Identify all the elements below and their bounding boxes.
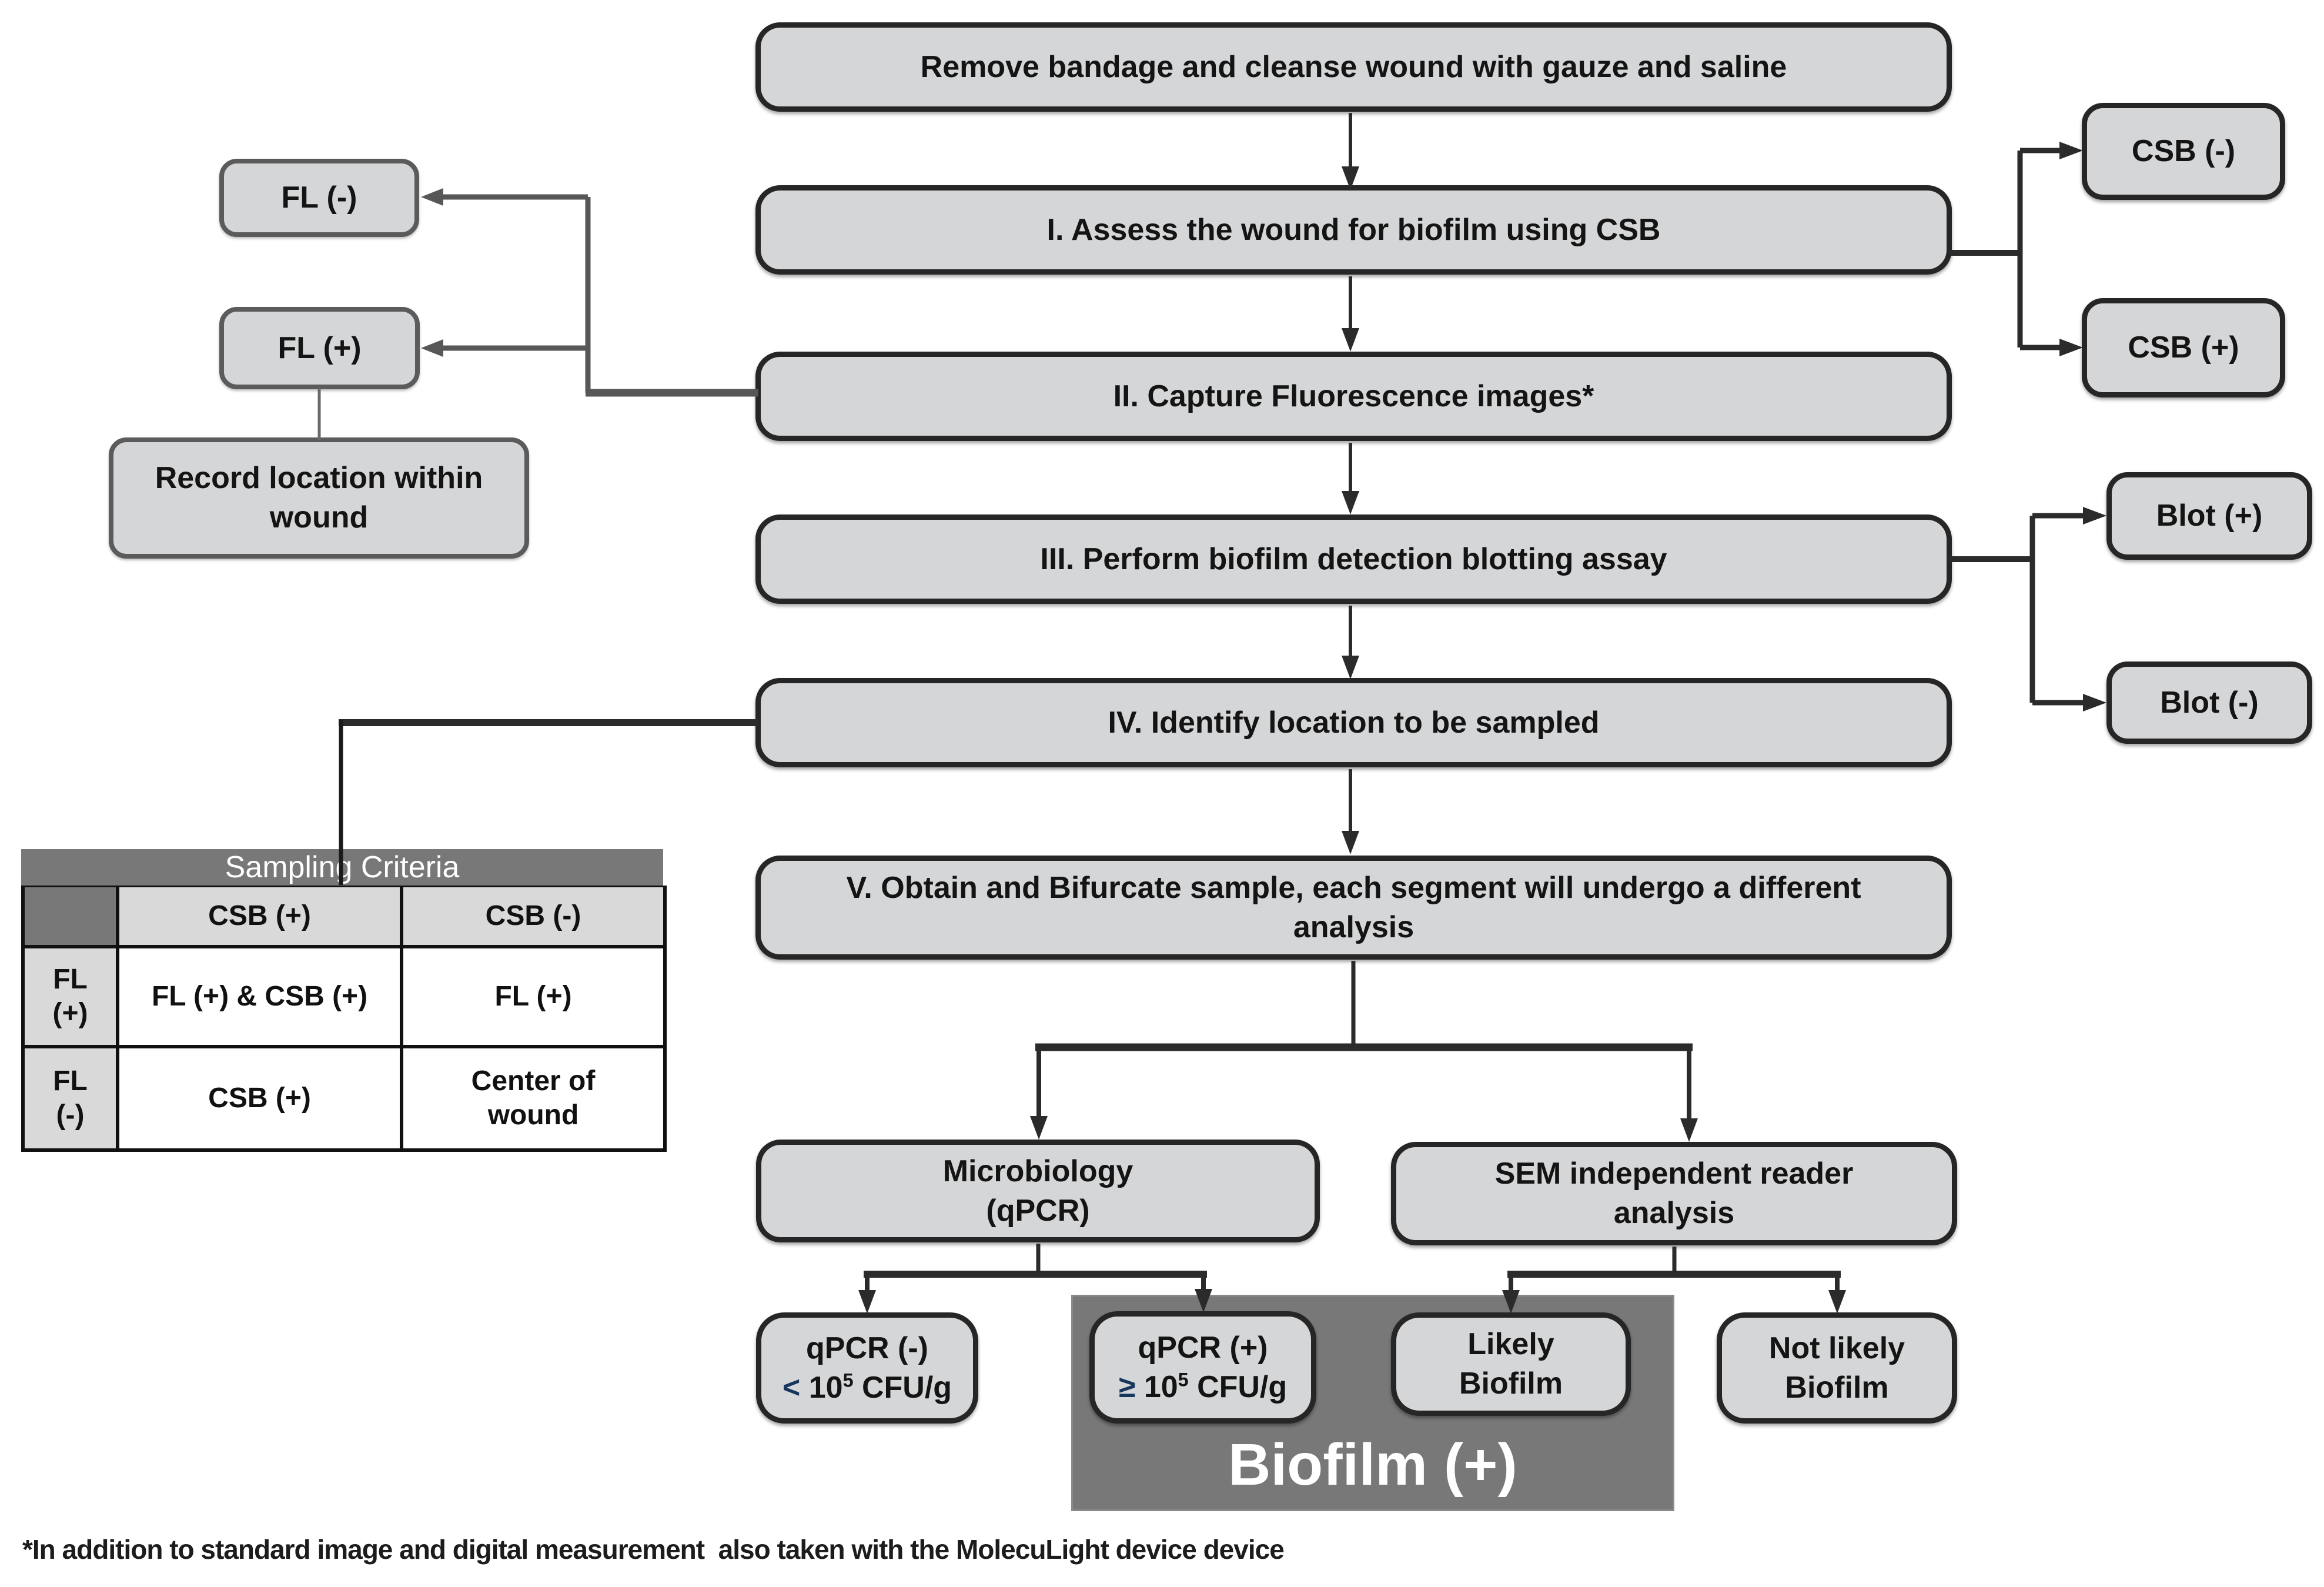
step-remove-bandage: Remove bandage and cleanse wound with ga… bbox=[755, 22, 1952, 112]
step-remove-bandage-label: Remove bandage and cleanse wound with ga… bbox=[920, 49, 1787, 84]
table-col-header-csb-negative: CSB (-) bbox=[402, 886, 665, 947]
qpcr-positive-number: 10 bbox=[1143, 1369, 1178, 1404]
qpcr-negative-title: qPCR (-) bbox=[806, 1331, 928, 1365]
qpcr-negative-threshold: < 105 CFU/g bbox=[783, 1368, 952, 1408]
step-4-identify-location: IV. Identify location to be sampled bbox=[755, 678, 1952, 767]
step-2-capture-fluorescence: II. Capture Fluorescence images* bbox=[755, 352, 1952, 441]
sem-line2: analysis bbox=[1613, 1196, 1735, 1230]
qpcr-negative-number: 10 bbox=[808, 1370, 843, 1405]
blot-positive-box: Blot (+) bbox=[2106, 472, 2312, 560]
qpcr-positive-box: qPCR (+) ≥ 105 CFU/g bbox=[1089, 1311, 1316, 1424]
table-row-header-fl-positive: FL (+) bbox=[23, 947, 118, 1047]
sampling-criteria-grid: CSB (+) CSB (-) FL (+) FL (+) & CSB (+) … bbox=[21, 886, 667, 1152]
table-cell-flneg-csbpos: CSB (+) bbox=[118, 1047, 402, 1150]
microbiology-line2: (qPCR) bbox=[986, 1193, 1090, 1228]
table-corner-cell bbox=[23, 886, 118, 947]
blot-positive-label: Blot (+) bbox=[2156, 499, 2263, 533]
microbiology-box: Microbiology (qPCR) bbox=[756, 1140, 1320, 1242]
biofilm-positive-label: Biofilm (+) bbox=[1228, 1432, 1517, 1498]
record-location-line2: wound bbox=[269, 500, 369, 534]
table-cell-flpos-csbpos: FL (+) & CSB (+) bbox=[118, 947, 402, 1047]
likely-biofilm-line2: Biofilm bbox=[1459, 1367, 1563, 1401]
table-col-header-csb-positive: CSB (+) bbox=[118, 886, 402, 947]
qpcr-negative-unit: CFU/g bbox=[861, 1370, 952, 1405]
table-row-header-fl-negative: FL (-) bbox=[23, 1047, 118, 1150]
step-4-label: IV. Identify location to be sampled bbox=[1108, 705, 1600, 740]
microbiology-line1: Microbiology bbox=[942, 1154, 1133, 1188]
table-cell-flneg-csbneg: Center of wound bbox=[402, 1047, 665, 1150]
record-location-box: Record location within wound bbox=[109, 437, 529, 559]
table-cell-flpos-csbneg: FL (+) bbox=[402, 947, 665, 1047]
step-5-label-line1: V. Obtain and Bifurcate sample, each seg… bbox=[846, 870, 1861, 905]
step-5-label-line2: analysis bbox=[1293, 910, 1415, 944]
not-likely-biofilm-line1: Not likely bbox=[1768, 1331, 1905, 1365]
qpcr-negative-box: qPCR (-) < 105 CFU/g bbox=[756, 1312, 978, 1424]
sampling-criteria-table: Sampling Criteria CSB (+) CSB (-) FL (+)… bbox=[21, 849, 667, 1152]
not-likely-biofilm-line2: Biofilm bbox=[1785, 1370, 1889, 1405]
csb-negative-label: CSB (-) bbox=[2131, 134, 2236, 169]
step-1-assess-csb: I. Assess the wound for biofilm using CS… bbox=[755, 185, 1952, 275]
fl-positive-label: FL (+) bbox=[277, 330, 362, 365]
table-cell-flneg-csbneg-text: Center of wound bbox=[471, 1065, 596, 1131]
csb-negative-box: CSB (-) bbox=[2082, 103, 2285, 200]
fl-negative-label: FL (-) bbox=[281, 181, 357, 215]
qpcr-negative-exponent: 5 bbox=[842, 1369, 854, 1391]
fl-positive-box: FL (+) bbox=[219, 307, 420, 389]
step-1-label: I. Assess the wound for biofilm using CS… bbox=[1046, 212, 1661, 247]
likely-biofilm-line1: Likely bbox=[1467, 1327, 1554, 1362]
step-3-blotting-assay: III. Perform biofilm detection blotting … bbox=[755, 514, 1952, 604]
fl-negative-box: FL (-) bbox=[219, 159, 419, 237]
sampling-criteria-title: Sampling Criteria bbox=[21, 849, 663, 886]
csb-positive-box: CSB (+) bbox=[2082, 298, 2285, 397]
sem-analysis-box: SEM independent reader analysis bbox=[1391, 1142, 1957, 1245]
step-3-label: III. Perform biofilm detection blotting … bbox=[1040, 542, 1667, 576]
step-5-obtain-bifurcate: V. Obtain and Bifurcate sample, each seg… bbox=[755, 856, 1952, 960]
qpcr-positive-unit: CFU/g bbox=[1197, 1369, 1288, 1404]
qpcr-positive-title: qPCR (+) bbox=[1138, 1330, 1268, 1365]
blot-negative-label: Blot (-) bbox=[2160, 685, 2259, 720]
csb-positive-label: CSB (+) bbox=[2128, 330, 2239, 365]
not-likely-biofilm-box: Not likely Biofilm bbox=[1717, 1312, 1957, 1424]
qpcr-positive-exponent: 5 bbox=[1178, 1369, 1189, 1391]
likely-biofilm-box: Likely Biofilm bbox=[1391, 1312, 1631, 1416]
sem-line1: SEM independent reader bbox=[1494, 1157, 1854, 1191]
qpcr-negative-compare-symbol: < bbox=[782, 1370, 801, 1405]
qpcr-positive-threshold: ≥ 105 CFU/g bbox=[1119, 1368, 1287, 1407]
step-2-label: II. Capture Fluorescence images* bbox=[1113, 379, 1594, 413]
qpcr-positive-compare-symbol: ≥ bbox=[1118, 1369, 1136, 1404]
footnote: *In addition to standard image and digit… bbox=[22, 1534, 1285, 1565]
blot-negative-box: Blot (-) bbox=[2106, 661, 2312, 744]
record-location-line1: Record location within bbox=[155, 461, 483, 496]
